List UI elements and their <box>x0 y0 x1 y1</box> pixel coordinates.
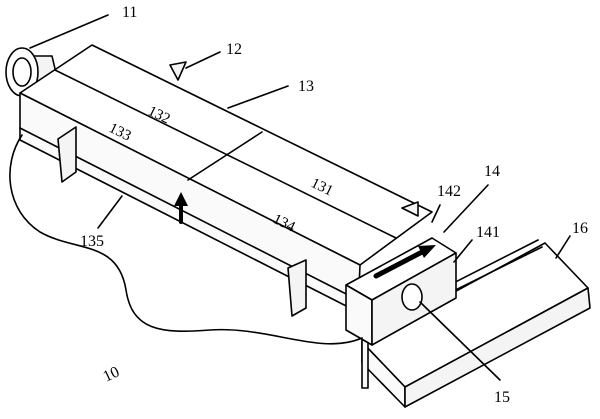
label-15: 15 <box>494 389 510 406</box>
label-16: 16 <box>572 220 588 237</box>
label-10: 10 <box>101 363 123 385</box>
up-arrow-head <box>174 192 188 206</box>
support-right-front <box>287 259 307 317</box>
label-141: 141 <box>476 224 500 241</box>
leader-16 <box>555 235 571 259</box>
support-top-rear <box>169 61 187 81</box>
slider-14 <box>345 237 457 346</box>
rail-side-face <box>404 287 591 408</box>
leader-11 <box>29 14 109 49</box>
leader-141 <box>453 239 473 263</box>
label-135: 135 <box>80 233 104 250</box>
leader-15 <box>419 301 501 381</box>
leader-142 <box>431 204 441 223</box>
beam-top-crossline <box>187 131 263 181</box>
label-142: 142 <box>437 183 461 200</box>
slider-arrow-head <box>418 245 436 258</box>
label-14: 14 <box>484 163 500 180</box>
label-13: 13 <box>298 78 314 95</box>
slider-pin-15 <box>401 283 423 311</box>
leader-13 <box>227 85 289 109</box>
label-11: 11 <box>122 4 137 21</box>
cylinder-end-inner <box>12 57 32 87</box>
support-left-front <box>57 126 77 183</box>
slider-arrow-shaft <box>373 248 427 279</box>
triangle-supports <box>57 61 419 317</box>
cable-10 <box>9 134 363 345</box>
beam-top-centerline <box>54 69 397 239</box>
leader-12 <box>185 51 221 69</box>
support-right-rear <box>401 201 419 217</box>
beam-up-arrow <box>174 192 188 224</box>
label-12: 12 <box>226 41 242 58</box>
leader-14 <box>443 184 489 233</box>
leader-135 <box>97 195 123 229</box>
rail-16 <box>361 239 591 408</box>
leader-lines <box>29 14 571 381</box>
